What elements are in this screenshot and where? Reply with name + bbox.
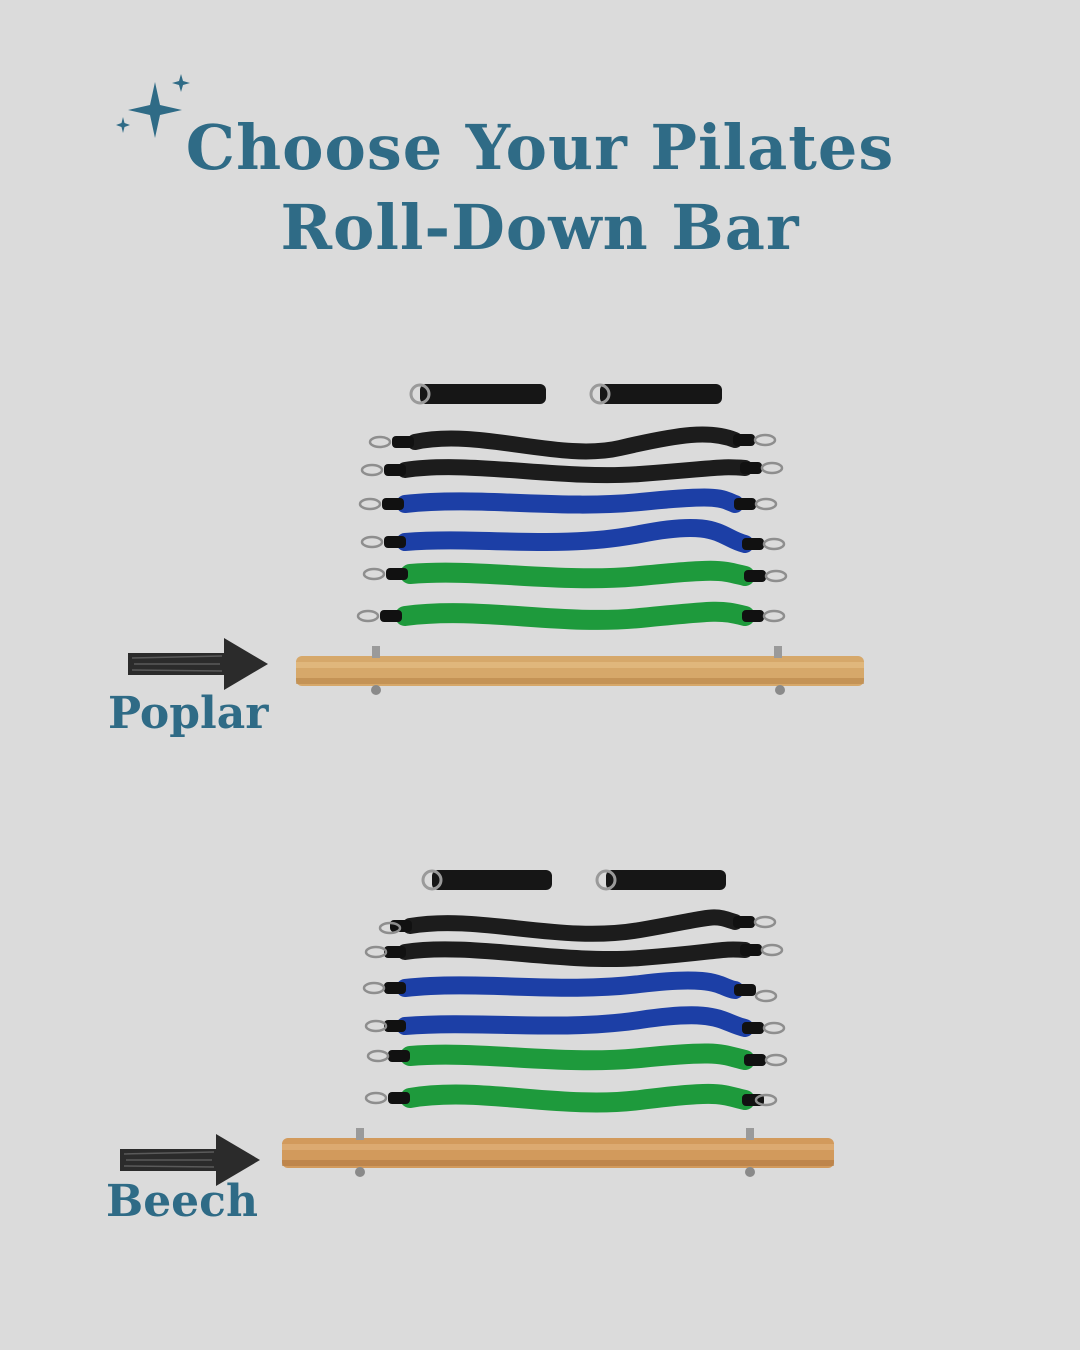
product-option-poplar[interactable]: Poplar [0,370,1080,750]
arrow-right-icon [128,638,268,690]
handle-straps [421,869,726,891]
page-title: Choose Your Pilates Roll-Down Bar [0,108,1080,268]
option-label-beech: Beech [106,1176,258,1227]
title-line-1: Choose Your Pilates [185,111,895,184]
roll-down-bar-kit-image [296,383,864,695]
option-label-poplar: Poplar [108,688,269,739]
sparkle-icon [116,74,190,138]
poplar-bar [296,646,864,695]
arrow-right-icon [120,1134,260,1186]
title-line-2: Roll-Down Bar [280,191,800,264]
product-option-beech[interactable]: Beech [0,860,1080,1240]
handle-straps [409,383,722,405]
roll-down-bar-kit-image [282,869,834,1177]
beech-bar [282,1128,834,1177]
